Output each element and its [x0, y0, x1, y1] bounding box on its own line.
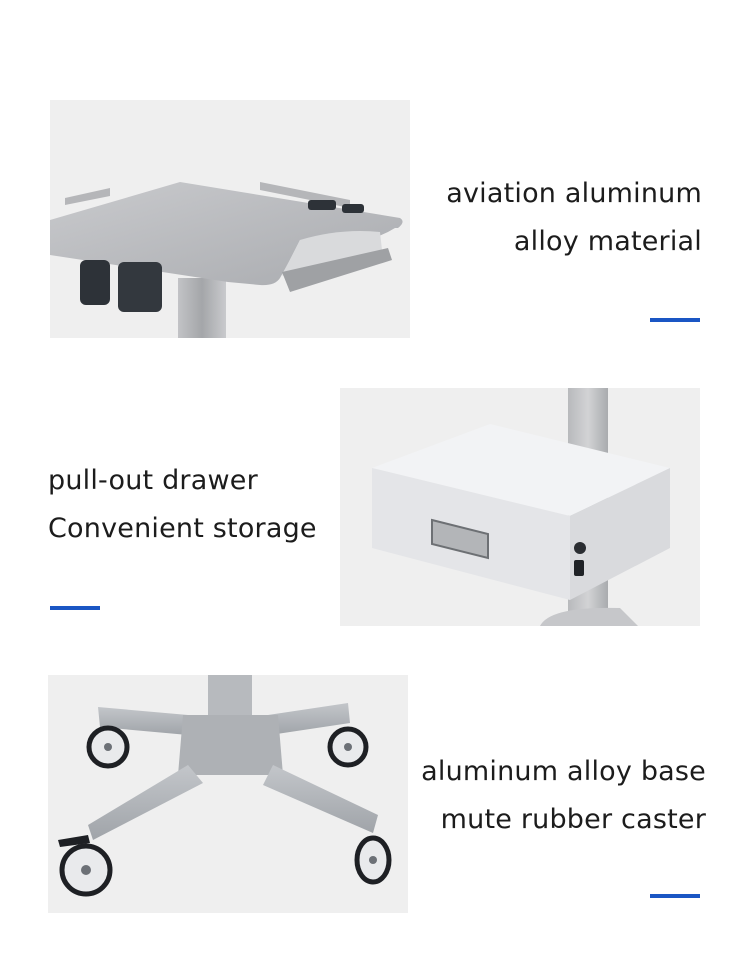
tray-caption: aviation aluminum alloy material: [446, 170, 702, 266]
pull-out-drawer-image: [372, 388, 670, 626]
drawer-photo-panel: [340, 388, 700, 626]
caster-base-image: [58, 675, 392, 897]
caption-line: aviation aluminum: [446, 178, 702, 209]
caption-line: Convenient storage: [48, 513, 317, 544]
base-photo-panel: [48, 675, 408, 913]
caster-wheel: [59, 725, 392, 897]
drawer-caption: pull-out drawer Convenient storage: [48, 457, 317, 553]
accent-bar: [650, 894, 700, 898]
base-caption: aluminum alloy base mute rubber caster: [421, 748, 706, 844]
accent-bar: [650, 318, 700, 322]
accent-bar: [50, 606, 100, 610]
caption-line: aluminum alloy base: [421, 756, 706, 787]
caption-line: alloy material: [513, 226, 702, 257]
tray-photo-panel: [50, 100, 410, 338]
caption-line: pull-out drawer: [48, 465, 258, 496]
caption-line: mute rubber caster: [440, 804, 706, 835]
aluminum-tray-image: [50, 182, 403, 338]
